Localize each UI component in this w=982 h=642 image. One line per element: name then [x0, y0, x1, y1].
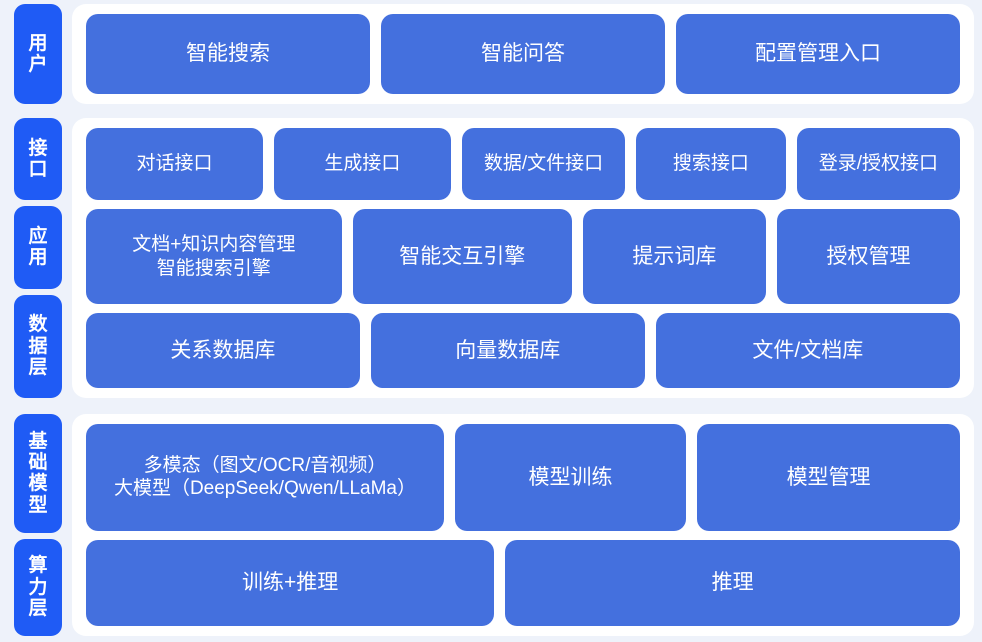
card-intelligent-qa[interactable]: 智能问答 — [381, 14, 665, 94]
layer-group-infrastructure: 基础模型 算力层 多模态（图文/OCR/音视频） 大模型（DeepSeek/Qw… — [0, 414, 982, 637]
data-row: 关系数据库 向量数据库 文件/文档库 — [86, 313, 960, 388]
card-generation-interface[interactable]: 生成接口 — [273, 128, 451, 201]
card-inference[interactable]: 推理 — [505, 539, 960, 627]
card-login-auth-interface[interactable]: 登录/授权接口 — [796, 128, 960, 201]
card-vector-database[interactable]: 向量数据库 — [370, 313, 645, 388]
layer-tab-user[interactable]: 用户 — [14, 4, 62, 104]
card-search-interface[interactable]: 搜索接口 — [636, 128, 786, 201]
card-dialog-interface[interactable]: 对话接口 — [86, 128, 263, 201]
card-training-plus-inference[interactable]: 训练+推理 — [86, 539, 495, 627]
layer-tab-application-label: 应用 — [28, 226, 48, 269]
card-data-file-interface[interactable]: 数据/文件接口 — [461, 128, 626, 201]
layer-tab-column-infrastructure: 基础模型 算力层 — [14, 414, 62, 637]
interface-row: 对话接口 生成接口 数据/文件接口 搜索接口 登录/授权接口 — [86, 128, 960, 201]
layer-tab-data-label: 数据层 — [28, 314, 48, 378]
layer-tab-interface[interactable]: 接口 — [14, 118, 62, 201]
layer-tab-column-middle: 接口 应用 数据层 — [14, 118, 62, 399]
layer-tab-user-label: 用户 — [28, 32, 48, 75]
layer-group-user: 用户 智能搜索 智能问答 配置管理入口 — [0, 4, 982, 104]
card-authorization-management[interactable]: 授权管理 — [776, 209, 961, 305]
card-doc-knowledge-management[interactable]: 文档+知识内容管理 智能搜索引擎 — [86, 209, 342, 305]
layer-tab-interface-label: 接口 — [28, 137, 48, 181]
layer-tab-data[interactable]: 数据层 — [14, 294, 62, 399]
layer-group-middle: 接口 应用 数据层 对话接口 生成接口 数据/文件接口 搜索接口 登录/授权接口… — [0, 118, 982, 399]
layer-tab-compute[interactable]: 算力层 — [14, 538, 62, 637]
layer-panel-infrastructure: 多模态（图文/OCR/音视频） 大模型（DeepSeek/Qwen/LLaMa）… — [72, 414, 974, 636]
layer-panel-user: 智能搜索 智能问答 配置管理入口 — [72, 4, 974, 104]
layer-tab-application[interactable]: 应用 — [14, 206, 62, 289]
card-prompt-library[interactable]: 提示词库 — [582, 209, 766, 305]
card-file-document-store[interactable]: 文件/文档库 — [655, 313, 960, 388]
layer-tab-foundation-model[interactable]: 基础模型 — [14, 414, 62, 533]
layer-tab-compute-label: 算力层 — [28, 555, 48, 619]
layer-panel-middle: 对话接口 生成接口 数据/文件接口 搜索接口 登录/授权接口 文档+知识内容管理… — [72, 118, 974, 398]
card-model-training[interactable]: 模型训练 — [454, 424, 687, 531]
card-intelligent-interaction-engine[interactable]: 智能交互引擎 — [352, 209, 572, 305]
card-config-management-entry[interactable]: 配置管理入口 — [676, 14, 960, 94]
model-row: 多模态（图文/OCR/音视频） 大模型（DeepSeek/Qwen/LLaMa）… — [86, 424, 960, 531]
user-row: 智能搜索 智能问答 配置管理入口 — [86, 14, 960, 94]
compute-row: 训练+推理 推理 — [86, 539, 960, 627]
layer-tab-foundation-model-label: 基础模型 — [28, 430, 48, 516]
card-model-management[interactable]: 模型管理 — [697, 424, 960, 531]
card-multimodal-large-model[interactable]: 多模态（图文/OCR/音视频） 大模型（DeepSeek/Qwen/LLaMa） — [86, 424, 444, 531]
card-intelligent-search[interactable]: 智能搜索 — [86, 14, 370, 94]
layer-tab-column-user: 用户 — [14, 4, 62, 104]
application-row: 文档+知识内容管理 智能搜索引擎 智能交互引擎 提示词库 授权管理 — [86, 209, 961, 305]
card-relational-database[interactable]: 关系数据库 — [86, 313, 360, 388]
